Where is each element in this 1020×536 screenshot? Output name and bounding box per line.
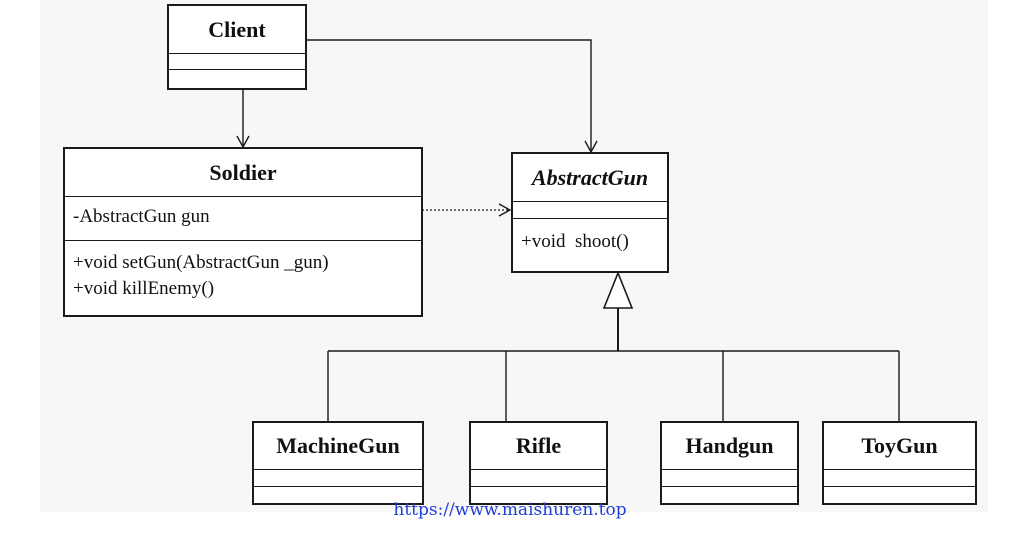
- class-abstractgun: AbstractGun +void shoot(): [511, 152, 669, 273]
- class-handgun-name: Handgun: [662, 423, 797, 470]
- class-rifle: Rifle: [469, 421, 608, 505]
- class-soldier-name: Soldier: [65, 149, 421, 197]
- class-toygun: ToyGun: [822, 421, 977, 505]
- class-abstractgun-name: AbstractGun: [513, 154, 667, 202]
- class-machinegun-name: MachineGun: [254, 423, 422, 470]
- class-rifle-attributes: [471, 470, 606, 487]
- generalization-triangle: [602, 270, 634, 309]
- class-client-name: Client: [169, 6, 305, 54]
- watermark-link[interactable]: https://www.maishuren.top: [393, 500, 627, 520]
- class-soldier: Soldier -AbstractGun gun +void setGun(Ab…: [63, 147, 423, 317]
- class-abstractgun-attributes: [513, 202, 667, 219]
- method-setgun: +void setGun(AbstractGun _gun): [73, 252, 329, 273]
- method-killenemy: +void killEnemy(): [73, 278, 215, 299]
- class-rifle-name: Rifle: [471, 423, 606, 470]
- class-machinegun: MachineGun: [252, 421, 424, 505]
- class-handgun: Handgun: [660, 421, 799, 505]
- class-machinegun-attributes: [254, 470, 422, 487]
- class-soldier-attributes: -AbstractGun gun: [65, 197, 421, 241]
- method-shoot: +void shoot(): [521, 231, 629, 252]
- association-client-abstractgun: [306, 39, 598, 154]
- class-soldier-methods: +void setGun(AbstractGun _gun) +void kil…: [65, 241, 421, 315]
- class-handgun-attributes: [662, 470, 797, 487]
- class-client-methods: [169, 70, 305, 88]
- class-client-attributes: [169, 54, 305, 70]
- attribute-gun: -AbstractGun gun: [73, 206, 210, 227]
- class-abstractgun-methods: +void shoot(): [513, 219, 667, 271]
- class-toygun-attributes: [824, 470, 975, 487]
- class-client: Client: [167, 4, 307, 90]
- class-toygun-name: ToyGun: [824, 423, 975, 470]
